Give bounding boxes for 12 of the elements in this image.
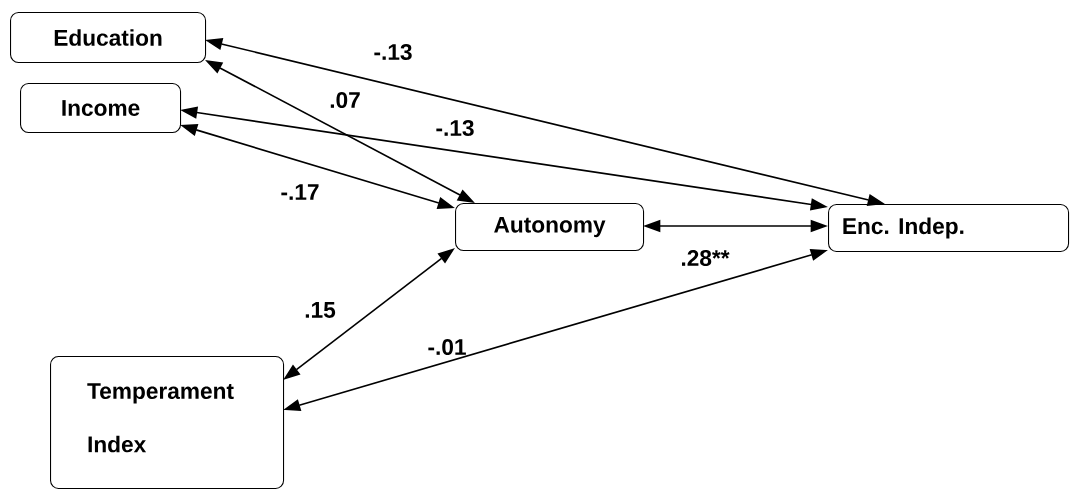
- edge-label: -.13: [436, 119, 474, 137]
- edge-label: -.17: [281, 184, 319, 200]
- node-box: Autonomy: [455, 203, 645, 252]
- edge-label: .15: [305, 302, 336, 318]
- node-box: Enc. Indep.: [828, 204, 1070, 253]
- edge-label: .07: [330, 92, 360, 109]
- node-box: Education: [10, 12, 207, 64]
- edge-label: .28**: [682, 250, 730, 267]
- edge-label: -.13: [374, 43, 412, 61]
- node-box: Income: [20, 83, 182, 134]
- node-box: Temperament Index: [50, 356, 285, 490]
- edge-label: -.01: [428, 339, 466, 356]
